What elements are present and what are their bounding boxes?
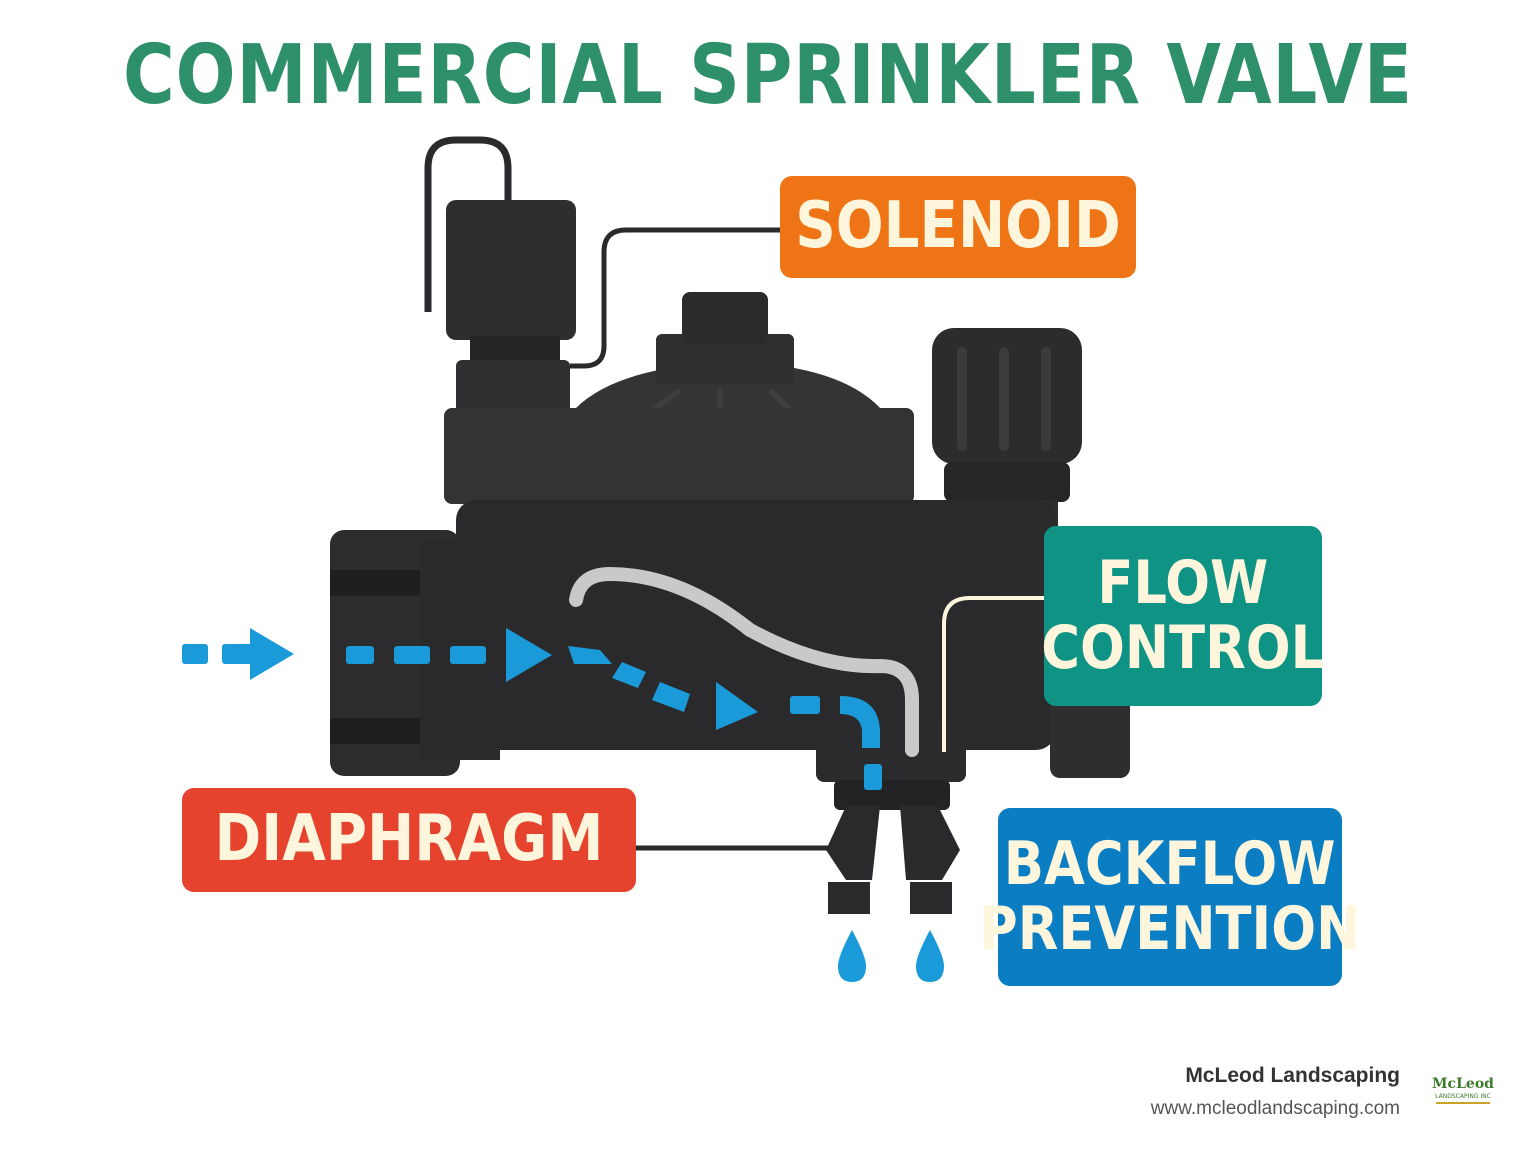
flow-control-label: FLOW CONTROL: [1041, 526, 1325, 706]
flow-control-collar: [944, 462, 1070, 502]
flow-arrow-icon: [182, 628, 294, 680]
mcleod-logo: McLeod LANDSCAPING INC: [1432, 1076, 1494, 1104]
bonnet-plate: [444, 408, 914, 504]
diaphragm-path: [569, 566, 919, 757]
diaphragm-label-text: DIAPHRAGM: [214, 802, 604, 877]
solenoid-label: SOLENOID: [780, 176, 1136, 278]
flow-control-label-line2: CONTROL: [1041, 613, 1325, 683]
backflow-label-line2: PREVENTION: [979, 894, 1361, 964]
brand-url: www.mcleodlandscaping.com: [1150, 1098, 1400, 1119]
bonnet-cap: [656, 334, 794, 384]
solenoid-label-text: SOLENOID: [795, 189, 1121, 264]
diagram-title: COMMERCIAL SPRINKLER VALVE: [123, 28, 1413, 123]
internal-flow-arrows: [346, 628, 882, 790]
diaphragm-label: DIAPHRAGM: [182, 788, 636, 892]
water-drop-icon: [916, 930, 944, 982]
solenoid-wire: [424, 136, 512, 312]
svg-text:LANDSCAPING INC: LANDSCAPING INC: [1435, 1093, 1491, 1100]
water-drop-icon: [838, 930, 866, 982]
backflow-housing: [816, 720, 966, 782]
backflow-nozzle-left: [826, 806, 880, 880]
backflow-nozzle-right: [900, 806, 960, 880]
backflow-prevention-label: BACKFLOW PREVENTION: [979, 808, 1361, 986]
solenoid-coil: [446, 200, 576, 340]
bonnet-dome: [566, 362, 890, 420]
svg-text:McLeod: McLeod: [1432, 1076, 1494, 1092]
flow-control-label-line1: FLOW: [1097, 548, 1269, 619]
backflow-label-line1: BACKFLOW: [1004, 829, 1336, 900]
brand-name: McLeod Landscaping: [1185, 1064, 1400, 1087]
bleed-screw: [682, 292, 768, 344]
